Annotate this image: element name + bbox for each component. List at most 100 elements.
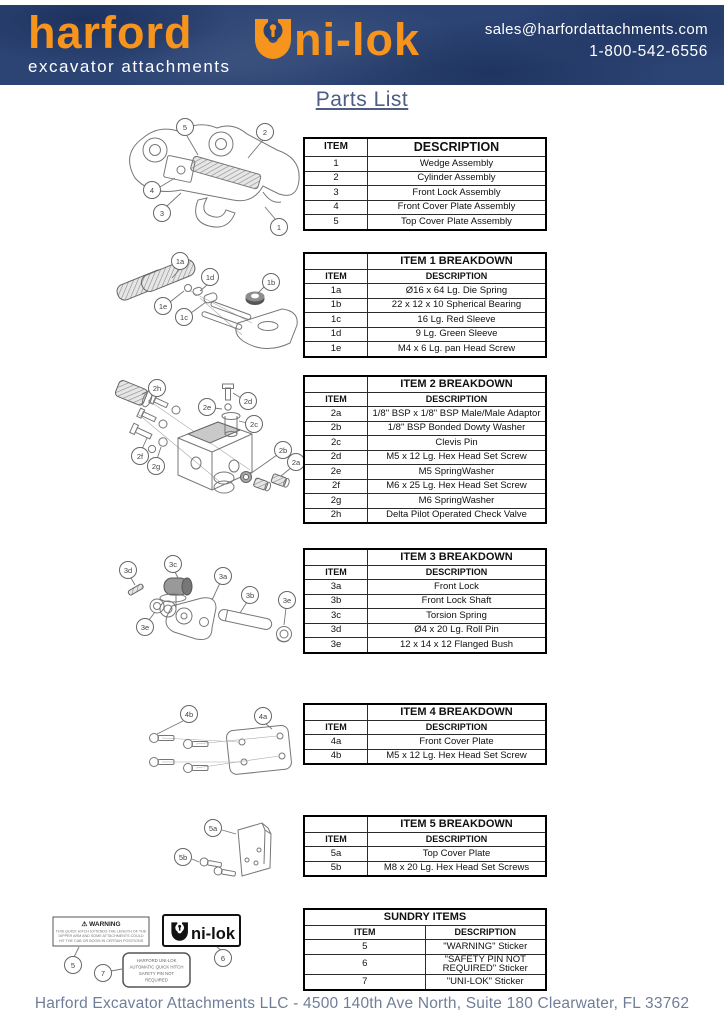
description-cell: Top Cover Plate bbox=[367, 846, 547, 862]
svg-text:2g: 2g bbox=[152, 462, 160, 471]
sundry-items-diagram: ⚠ WARNING THIS QUICK HITCH EXTENDS THE L… bbox=[52, 914, 241, 988]
description-cell: Clevis Pin bbox=[367, 435, 547, 451]
item-cell: 5 bbox=[303, 939, 426, 955]
callout-balloon: 1b bbox=[262, 273, 280, 291]
svg-text:5: 5 bbox=[71, 961, 75, 970]
item1-breakdown-diagram: 1a 1d 1b 1e 1c bbox=[116, 252, 298, 349]
description-cell: Torsion Spring bbox=[367, 608, 547, 624]
column-header: DESCRIPTION bbox=[367, 137, 547, 157]
description-cell: Front Cover Plate bbox=[367, 734, 547, 750]
pan-head-screw-part bbox=[184, 284, 192, 292]
cylinder-part bbox=[190, 155, 262, 190]
hex-screw-part bbox=[183, 763, 209, 773]
description-cell: M6 SpringWasher bbox=[367, 493, 547, 509]
top-cover-plate-part bbox=[237, 822, 272, 877]
description-cell: M8 x 20 Lg. Hex Head Set Screws bbox=[367, 860, 547, 877]
table-title-row: ITEM 4 BREAKDOWN bbox=[303, 703, 547, 721]
lock-shaft-part bbox=[218, 609, 273, 630]
item-cell: 3e bbox=[303, 637, 368, 653]
unilok-sticker: ni-lok bbox=[162, 914, 241, 947]
callout-balloon: 1d bbox=[201, 268, 219, 286]
svg-text:ni-lok: ni-lok bbox=[191, 925, 236, 943]
item-cell: 1a bbox=[303, 283, 368, 299]
column-header: ITEM bbox=[303, 565, 368, 580]
callout-balloon: 2 bbox=[256, 123, 274, 141]
flanged-bush-part bbox=[276, 626, 292, 642]
item-cell: 3c bbox=[303, 608, 368, 624]
column-header: DESCRIPTION bbox=[367, 392, 547, 407]
item-cell: 3d bbox=[303, 622, 368, 638]
contact-email: sales@harfordattachments.com bbox=[484, 21, 708, 38]
svg-text:1a: 1a bbox=[176, 257, 185, 266]
footer-address: Harford Excavator Attachments LLC - 4500… bbox=[34, 995, 690, 1012]
callout-balloon: 3e bbox=[278, 591, 296, 609]
item-cell: 2g bbox=[303, 493, 368, 509]
description-cell: M6 x 25 Lg. Hex Head Set Screw bbox=[367, 478, 547, 494]
harford-tagline: excavator attachments bbox=[28, 57, 231, 76]
warning-sticker: ⚠ WARNING THIS QUICK HITCH EXTENDS THE L… bbox=[52, 916, 150, 947]
item-cell: 2c bbox=[303, 435, 368, 451]
description-cell: Top Cover Plate Assembly bbox=[367, 214, 547, 230]
description-cell: Front Lock Shaft bbox=[367, 593, 547, 609]
column-header: DESCRIPTION bbox=[367, 832, 547, 847]
adaptor-part bbox=[270, 473, 290, 488]
flanged-bush-part bbox=[149, 598, 165, 614]
svg-text:3: 3 bbox=[160, 209, 164, 218]
description-cell: 1/8" BSP Bonded Dowty Washer bbox=[367, 420, 547, 436]
callout-balloon: 2h bbox=[148, 379, 166, 397]
item-cell: 1e bbox=[303, 341, 368, 357]
description-cell: Ø16 x 64 Lg. Die Spring bbox=[367, 283, 547, 299]
svg-text:4a: 4a bbox=[259, 712, 268, 721]
description-cell: 9 Lg. Green Sleeve bbox=[367, 326, 547, 342]
column-header: ITEM bbox=[303, 832, 368, 847]
column-header: ITEM bbox=[303, 720, 368, 735]
unilok-u-icon bbox=[255, 19, 291, 59]
table-title-spacer bbox=[303, 815, 368, 833]
svg-text:2d: 2d bbox=[244, 397, 252, 406]
svg-text:2b: 2b bbox=[279, 446, 287, 455]
spring-washer-part bbox=[224, 403, 232, 411]
item-cell: 1c bbox=[303, 312, 368, 328]
svg-text:4b: 4b bbox=[185, 710, 193, 719]
item-cell: 1d bbox=[303, 326, 368, 342]
hex-screw-part bbox=[149, 757, 175, 767]
check-valve-part bbox=[114, 379, 153, 408]
svg-text:1c: 1c bbox=[180, 313, 188, 322]
callout-balloon: 5 bbox=[64, 956, 82, 974]
description-cell: Front Cover Plate Assembly bbox=[367, 199, 547, 215]
clevis-pin-part bbox=[221, 412, 241, 437]
item-cell: 6 bbox=[303, 953, 426, 976]
table-title-row: ITEM 5 BREAKDOWN bbox=[303, 815, 547, 833]
roll-pin-part bbox=[127, 583, 144, 596]
item-cell: 2 bbox=[303, 170, 368, 186]
item-cell: 2h bbox=[303, 507, 368, 524]
svg-text:2a: 2a bbox=[292, 458, 301, 467]
spring-washer-part bbox=[158, 437, 168, 447]
callout-balloon: 2a bbox=[287, 453, 305, 471]
page-title: Parts List bbox=[315, 88, 409, 111]
description-cell: Delta Pilot Operated Check Valve bbox=[367, 507, 547, 524]
item-cell: 1b bbox=[303, 297, 368, 313]
description-cell: M5 SpringWasher bbox=[367, 464, 547, 480]
callout-balloon: 1a bbox=[171, 252, 189, 270]
callout-balloon: 3a bbox=[214, 567, 232, 585]
